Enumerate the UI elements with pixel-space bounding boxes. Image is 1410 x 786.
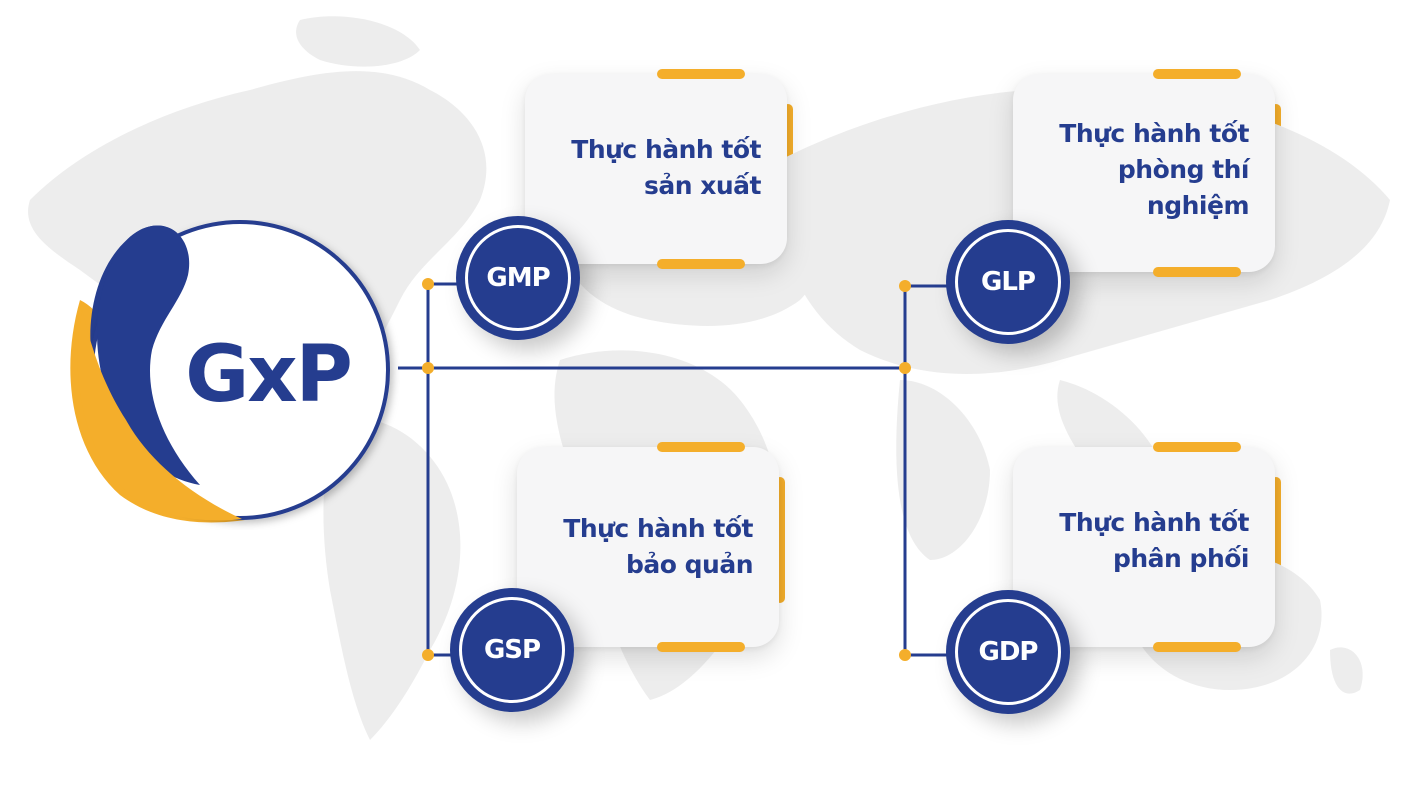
gxp-title: GxP [185,330,353,420]
gxp-logo-drop-icon [70,220,390,523]
badge-ring [459,597,565,703]
card-gdp: Thực hành tốt phân phối [1013,442,1281,652]
card-accent-bottom [657,259,745,269]
description-line: Thực hành tốt [1059,508,1249,537]
card-gmp: Thực hành tốt sản xuất [525,69,793,269]
card-accent-top [1153,69,1241,79]
badge-ring [955,229,1061,335]
card-accent-bottom [657,642,745,652]
badge-glp: GLP [946,220,1070,344]
card-accent-top [657,442,745,452]
connector-dot [422,278,434,290]
connector-dot [899,362,911,374]
badge-label: GMP [486,263,550,293]
badge-label: GSP [483,635,541,665]
card-description: Thực hành tốt bảo quản [563,511,753,583]
card-accent-top [1153,442,1241,452]
card-accent-bottom [1153,267,1241,277]
connector-dot [899,649,911,661]
description-line: bảo quản [625,550,754,579]
description-line: phân phối [1112,544,1250,573]
badge-ring [465,225,571,331]
card-description: Thực hành tốt phân phối [1059,505,1249,577]
badge-gmp: GMP [456,216,580,340]
badge-label: GDP [978,637,1039,667]
badge-gsp: GSP [450,588,574,712]
badge-ring [955,599,1061,705]
connector-dot [422,362,434,374]
card-accent-bottom [1153,642,1241,652]
card-accent-top [657,69,745,79]
description-line: Thực hành tốt [571,135,761,164]
description-line: Thực hành tốt [563,514,753,543]
card-description: Thực hành tốt sản xuất [571,132,761,204]
description-line: phòng thí [1117,155,1250,184]
card-glp: Thực hành tốt phòng thí nghiệm [1013,69,1281,277]
badge-gdp: GDP [946,590,1070,714]
description-line: nghiệm [1146,191,1250,220]
description-line: Thực hành tốt [1059,119,1249,148]
description-line: sản xuất [644,171,761,200]
connector-dot [422,649,434,661]
badge-label: GLP [981,267,1036,297]
card-description: Thực hành tốt phòng thí nghiệm [1059,116,1249,224]
connector-dot [899,280,911,292]
